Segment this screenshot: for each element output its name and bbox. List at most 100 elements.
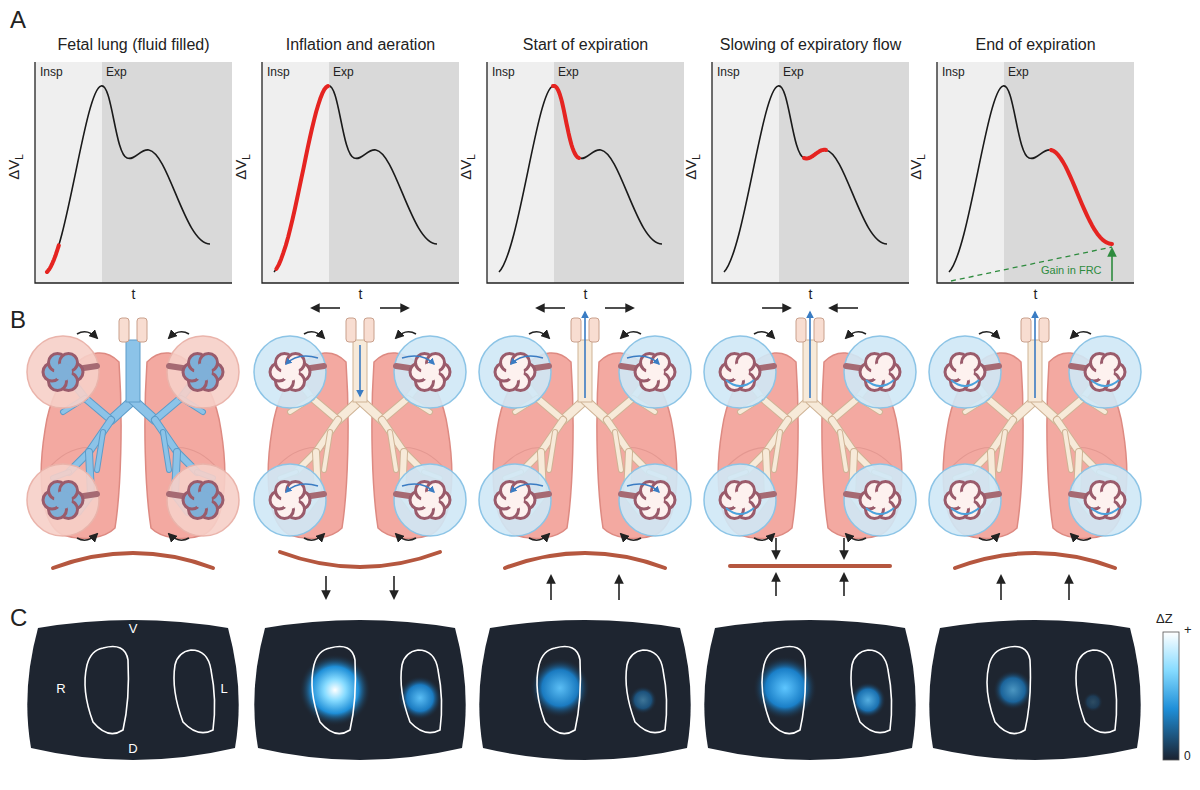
phase-label: Insp <box>40 66 63 80</box>
pressure-arrow <box>537 307 565 309</box>
bronchus <box>840 432 846 470</box>
axis-label: ΔVL <box>683 154 702 180</box>
highlight-segment <box>47 245 59 272</box>
lung-outline <box>537 647 580 734</box>
pressure-arrow <box>312 307 340 309</box>
bronchus-outline <box>774 432 780 470</box>
alveolus-zoom <box>167 464 239 536</box>
panel-title: Start of expiration <box>523 36 648 54</box>
zoom-arrow <box>396 332 416 338</box>
axis-subscript: L <box>241 154 252 160</box>
air-flow-arrow <box>584 312 586 398</box>
lung-outline <box>987 647 1030 734</box>
diaphragm-arrow <box>325 576 327 598</box>
bronchus-outline <box>324 432 330 470</box>
bronchus <box>549 432 555 470</box>
thorax-cross-section <box>254 620 465 760</box>
axis-label: t <box>132 286 136 302</box>
impedance-change <box>1083 692 1103 712</box>
zoom-arrow <box>754 534 774 540</box>
zoom-arrow <box>396 534 416 540</box>
alveolus-lumen <box>646 491 664 509</box>
thorax-cross-section <box>27 620 238 760</box>
expiration-band <box>1004 62 1134 283</box>
alveolus-lumen <box>281 491 299 509</box>
bronchus <box>1065 432 1071 470</box>
alveolus-zoom <box>27 336 99 408</box>
bronchus <box>774 432 780 470</box>
bronchus-outline <box>615 432 621 470</box>
lung-outline <box>312 647 355 734</box>
pressure-arrow <box>605 307 633 309</box>
air-flow-arrow <box>402 356 434 364</box>
bronchus-outline <box>585 400 607 420</box>
zoom-arrow <box>304 332 324 338</box>
alveolus-zoom <box>929 336 1001 408</box>
diaphragm-arrow <box>618 576 620 600</box>
air-flow-arrow <box>402 484 434 492</box>
axis-symbol: ΔV <box>5 160 22 180</box>
inspiration-band <box>35 62 102 283</box>
axis-symbol: ΔV <box>457 160 474 180</box>
alveolus-zoom <box>167 336 239 408</box>
airway-connector <box>796 318 806 342</box>
bronchus-outline <box>1065 432 1071 470</box>
trachea <box>126 340 140 402</box>
diaphragm-arrow <box>550 576 552 600</box>
zoom-arrow <box>169 332 189 338</box>
panel-letter: B <box>10 306 26 334</box>
volume-curve <box>274 86 437 272</box>
bronchus <box>324 432 330 470</box>
alveolus-zoom <box>254 336 326 408</box>
impedance-change <box>629 686 657 714</box>
color-bar <box>1163 632 1179 760</box>
graph-axes <box>35 62 232 283</box>
air-flow-arrow <box>627 484 659 492</box>
panel-title: Slowing of expiratory flow <box>720 36 901 54</box>
diaphragm <box>280 552 440 567</box>
axis-label: t <box>1034 286 1038 302</box>
inspiration-band <box>712 62 779 283</box>
bronchus <box>133 400 155 420</box>
highlight-segment <box>1051 150 1112 244</box>
alveolus-lumen <box>194 491 212 509</box>
annotation: Gain in FRC <box>1041 264 1102 277</box>
alveolus-lumen <box>956 491 974 509</box>
thorax-cross-section <box>479 620 690 760</box>
zoom-arrow <box>1071 534 1091 540</box>
highlight-segment <box>553 86 579 158</box>
alveolus-zoom <box>27 464 99 536</box>
lung-outline <box>1076 650 1117 733</box>
phase-label: Exp <box>106 66 127 80</box>
axis-label: ΔVL <box>6 154 25 180</box>
air-flow-arrow <box>1034 312 1036 398</box>
alveolus-lumen <box>731 363 749 381</box>
diaphragm <box>955 553 1115 568</box>
bronchus-outline <box>163 432 169 470</box>
axis-subscript: L <box>691 154 702 160</box>
bronchus <box>390 432 396 470</box>
volume-curve <box>949 86 1112 272</box>
impedance-change <box>398 676 442 720</box>
air-flow-arrow <box>286 356 318 364</box>
alveolus-zoom <box>929 464 1001 536</box>
panel-title: Fetal lung (fluid filled) <box>57 36 209 54</box>
bronchus <box>585 400 607 420</box>
panel-letter: C <box>10 604 27 632</box>
scale-label: 0 <box>1184 750 1191 764</box>
diaphragm-arrow <box>843 538 845 558</box>
phase-label: Insp <box>492 66 515 80</box>
bronchus <box>999 432 1005 470</box>
alveolus-lumen <box>731 491 749 509</box>
liquid-lining <box>1091 380 1119 386</box>
airway-connector <box>589 318 599 342</box>
zoom-arrow <box>77 534 97 540</box>
panel-letter: A <box>10 6 26 34</box>
alveolus-zoom <box>704 336 776 408</box>
air-flow-arrow <box>627 356 659 364</box>
orientation-label: D <box>128 742 137 757</box>
air-flow-arrow <box>359 345 361 396</box>
alveolus-zoom <box>619 464 691 536</box>
